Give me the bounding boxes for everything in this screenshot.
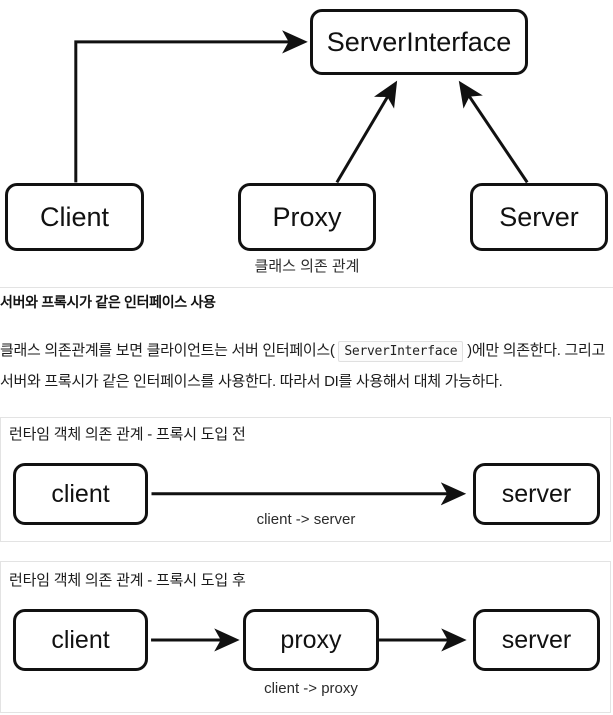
node-runtime-client: client — [13, 463, 148, 525]
node-server-label: Server — [499, 201, 579, 232]
node-proxy: Proxy — [238, 183, 376, 251]
node-runtime-client-label: client — [51, 479, 110, 508]
node-runtime-after-server: server — [473, 609, 600, 671]
node-runtime-after-client-label: client — [51, 625, 110, 654]
runtime-after-title: 런타임 객체 의존 관계 - 프록시 도입 후 — [9, 572, 246, 589]
section-heading: 서버와 프록시가 같은 인터페이스 사용 — [0, 294, 216, 310]
node-serverinterface-label: ServerInterface — [326, 26, 512, 57]
runtime-before-diagram: 런타임 객체 의존 관계 - 프록시 도입 전 client server cl… — [0, 417, 611, 542]
node-runtime-server-label: server — [501, 479, 572, 508]
node-runtime-after-proxy-label: proxy — [280, 625, 342, 654]
class-diagram-caption: 클래스 의존 관계 — [254, 258, 360, 275]
node-runtime-after-proxy: proxy — [243, 609, 379, 671]
node-client-label: Client — [39, 201, 110, 232]
node-server: Server — [470, 183, 608, 251]
node-runtime-after-server-label: server — [501, 625, 572, 654]
node-serverinterface: ServerInterface — [310, 9, 528, 75]
edge-proxy-to-serverinterface — [335, 80, 398, 184]
node-client: Client — [5, 183, 144, 251]
node-proxy-label: Proxy — [272, 201, 342, 232]
body-text-part2: )에만 의존한다. 그리고 서버와 프록시가 같은 인터페이스를 사용한다. 따… — [0, 342, 605, 390]
node-runtime-after-client: client — [13, 609, 148, 671]
body-paragraph: 클래스 의존관계를 보면 클라이언트는 서버 인터페이스( ServerInte… — [0, 336, 613, 397]
runtime-before-title: 런타임 객체 의존 관계 - 프록시 도입 전 — [9, 426, 246, 443]
inline-code-serverinterface: ServerInterface — [338, 341, 464, 362]
body-text-part1: 클래스 의존관계를 보면 클라이언트는 서버 인터페이스( — [0, 342, 339, 359]
node-runtime-server: server — [473, 463, 600, 525]
edge-client-to-serverinterface — [74, 30, 308, 183]
class-dependency-diagram: ServerInterface Client Proxy Server 클래스 … — [0, 0, 613, 288]
runtime-after-caption: client -> proxy — [264, 680, 358, 697]
edge-server-to-serverinterface — [458, 80, 529, 184]
runtime-before-caption: client -> server — [256, 511, 356, 528]
runtime-after-diagram: 런타임 객체 의존 관계 - 프록시 도입 후 client proxy ser… — [0, 561, 611, 713]
